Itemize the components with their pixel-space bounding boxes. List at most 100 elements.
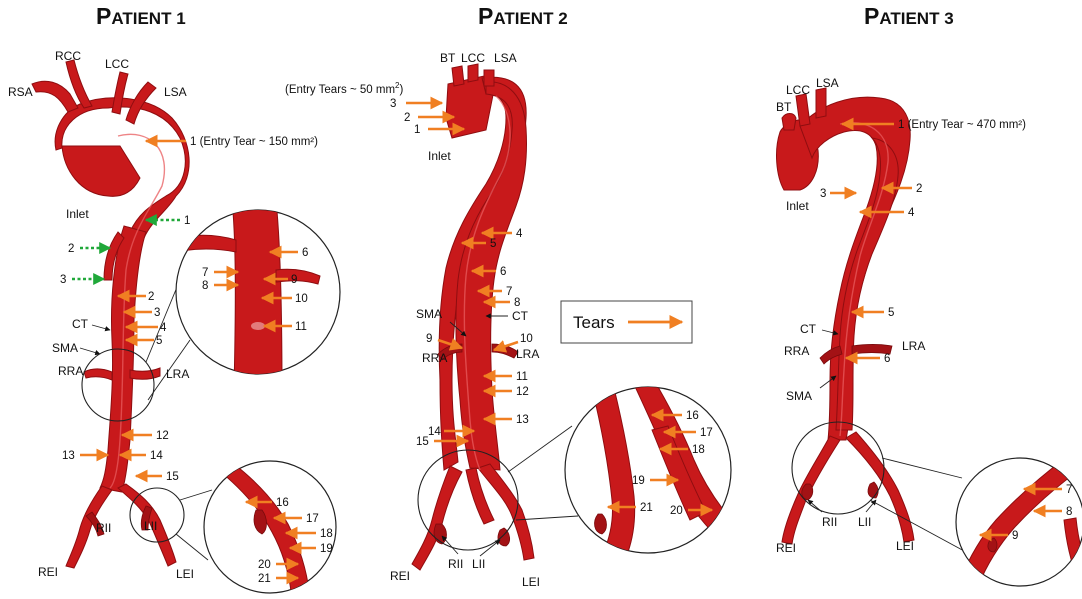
patient-1-zoom-connector-c	[180, 490, 212, 500]
patient-1-rsa	[32, 81, 78, 112]
patient-3-bt	[782, 114, 796, 131]
patient-1-tear-label-15: 15	[166, 471, 179, 483]
patient-2-lcc	[468, 64, 478, 82]
patient-2-zoom-tear-label-17: 17	[700, 427, 713, 439]
patient-2-note-suffix: )	[399, 84, 403, 96]
patient-2-tear-label-14: 14	[428, 426, 441, 438]
patient-2-tear-label-6: 6	[500, 266, 506, 278]
patient-3-label-lra: LRA	[902, 339, 925, 353]
patient-3-zoom-connector-a	[882, 458, 962, 478]
patient-1-label-lsa: LSA	[164, 85, 187, 99]
patient-1-label-lcc: LCC	[105, 57, 129, 71]
patient-3-entry-tear-note: 1 (Entry Tear ~ 470 mm²)	[898, 119, 1026, 131]
patient-3-label-ct: CT	[800, 322, 817, 336]
patient-1-title-initial: P	[96, 3, 111, 29]
patient-3-label-rii: RII	[822, 515, 837, 529]
patient-1-entry-tear-note: 1 (Entry Tear ~ 150 mm²)	[190, 136, 318, 148]
patient-1-zoom-tear-label-7: 7	[202, 267, 208, 279]
patient-2-label-rei: REI	[390, 569, 410, 583]
patient-3-lii-pointer	[866, 500, 876, 512]
patient-1-green-label-3: 3	[60, 274, 66, 286]
patient-2-tear-label-12: 12	[516, 386, 529, 398]
patient-1-zoom-upper: 6 7 8 9 10 11	[176, 200, 340, 390]
patient-2-zoom-tear-label-18: 18	[692, 444, 705, 456]
patient-3-label-lcc: LCC	[786, 83, 810, 97]
patient-2-tear-label-10: 10	[520, 333, 533, 345]
patient-3-tear-label-2: 2	[916, 183, 922, 195]
patient-3-lii	[868, 482, 878, 498]
patient-2-tear-label-1: 1	[414, 124, 420, 136]
patient-1-green-label-2: 2	[68, 243, 74, 255]
patient-3-zoom-connector-b	[870, 500, 966, 552]
patient-1-zoom-tear-label-10: 10	[295, 293, 308, 305]
patient-1-tear-label-3: 3	[154, 307, 160, 319]
patient-2-zoom: 16 17 18 19 20 21	[565, 380, 740, 562]
patient-1-zoom-tear-label-9: 9	[291, 274, 297, 286]
patient-2-label-lei: LEI	[522, 575, 540, 589]
patient-1-inlet	[62, 146, 140, 196]
patient-1-label-rcc: RCC	[55, 49, 81, 63]
patient-2-tear-label-7: 7	[506, 286, 512, 298]
patient-2-zoom-tear-label-19: 19	[632, 475, 645, 487]
patient-2-label-ct: CT	[512, 309, 529, 323]
patient-2-label-bt: BT	[440, 51, 456, 65]
patient-2-zoom-connector-a	[508, 426, 572, 472]
patient-3-zoom-tear-label-9: 9	[1012, 530, 1018, 542]
patient-1-label-rsa: RSA	[8, 85, 33, 99]
patient-3-label-inlet: Inlet	[786, 199, 809, 213]
patient-2-tear-label-3: 3	[390, 98, 396, 110]
patient-2-tear-label-11: 11	[516, 371, 528, 383]
patient-3-tear-label-5: 5	[888, 307, 894, 319]
patient-1-zoom-tear-label-18: 18	[320, 528, 333, 540]
patient-2-entry-tears-note: (Entry Tears ~ 50 mm2)	[285, 81, 403, 96]
tears-legend-label: Tears	[573, 313, 615, 332]
patient-1-tear-label-4: 4	[160, 322, 167, 334]
patient-3-label-rei: REI	[776, 541, 796, 555]
patient-1-zoom-tear-label-8: 8	[202, 280, 208, 292]
patient-3-zoom-tear-label-7: 7	[1066, 484, 1072, 496]
patient-1-zoom-tear-label-17: 17	[306, 513, 319, 525]
patient-1-tear-label-14: 14	[150, 450, 163, 462]
patient-2-zoom-tear-label-16: 16	[686, 410, 699, 422]
patient-3-label-sma: SMA	[786, 389, 812, 403]
patient-3-label-bt: BT	[776, 100, 792, 114]
patient-1-label-ct: CT	[72, 317, 89, 331]
patient-2-zoom-tear-label-20: 20	[670, 505, 683, 517]
patient-1-label-inlet: Inlet	[66, 207, 89, 221]
patient-3-tear-label-4: 4	[908, 207, 915, 219]
patient-3-lsa	[816, 88, 826, 118]
patient-2-title: PATIENT 2	[478, 3, 568, 29]
patient-1-zoom-tear-label-19: 19	[320, 543, 333, 555]
patient-3-label-lei: LEI	[896, 539, 914, 553]
patient-1-label-lii: LII	[144, 519, 157, 533]
patient-3-title-rest: ATIENT 3	[879, 9, 953, 28]
patient-1-tear-label-12: 12	[156, 430, 169, 442]
patient-2-lsa	[484, 70, 494, 86]
patient-1-zoom-lower: 16 17 18 19 20 21	[204, 458, 336, 599]
patient-3-zoom-tear-label-8: 8	[1066, 506, 1072, 518]
patient-2-label-lcc: LCC	[461, 51, 485, 65]
tears-legend: Tears	[561, 301, 692, 343]
patient-1-label-rii: RII	[96, 521, 111, 535]
patient-1-zoom-upper-vessel	[232, 200, 282, 390]
patient-2-bt	[452, 66, 464, 86]
patient-1-zoom-tear-label-16: 16	[276, 497, 289, 509]
patient-2-label-lii: LII	[472, 557, 485, 571]
patient-1-tear-label-5: 5	[156, 335, 162, 347]
patient-3-title: PATIENT 3	[864, 3, 954, 29]
patient-2-tear-label-5: 5	[490, 238, 496, 250]
patient-1-label-rei: REI	[38, 565, 58, 579]
patient-1-lra-branch	[130, 368, 160, 379]
patient-2-title-rest: ATIENT 2	[493, 9, 567, 28]
patient-2-label-rii: RII	[448, 557, 463, 571]
patient-2-tear-label-9: 9	[426, 333, 432, 345]
patient-2-tear-label-2: 2	[404, 112, 410, 124]
patient-1-zoom-upper-branch	[176, 235, 236, 252]
patient-1-title-rest: ATIENT 1	[111, 9, 185, 28]
patient-2-label-sma: SMA	[416, 307, 442, 321]
patient-1-zoom-tear-label-11: 11	[295, 321, 307, 333]
patient-1-zoom-tear-label-21: 21	[258, 573, 271, 585]
patient-2-label-inlet: Inlet	[428, 149, 451, 163]
patient-2-tear-label-4: 4	[516, 228, 523, 240]
